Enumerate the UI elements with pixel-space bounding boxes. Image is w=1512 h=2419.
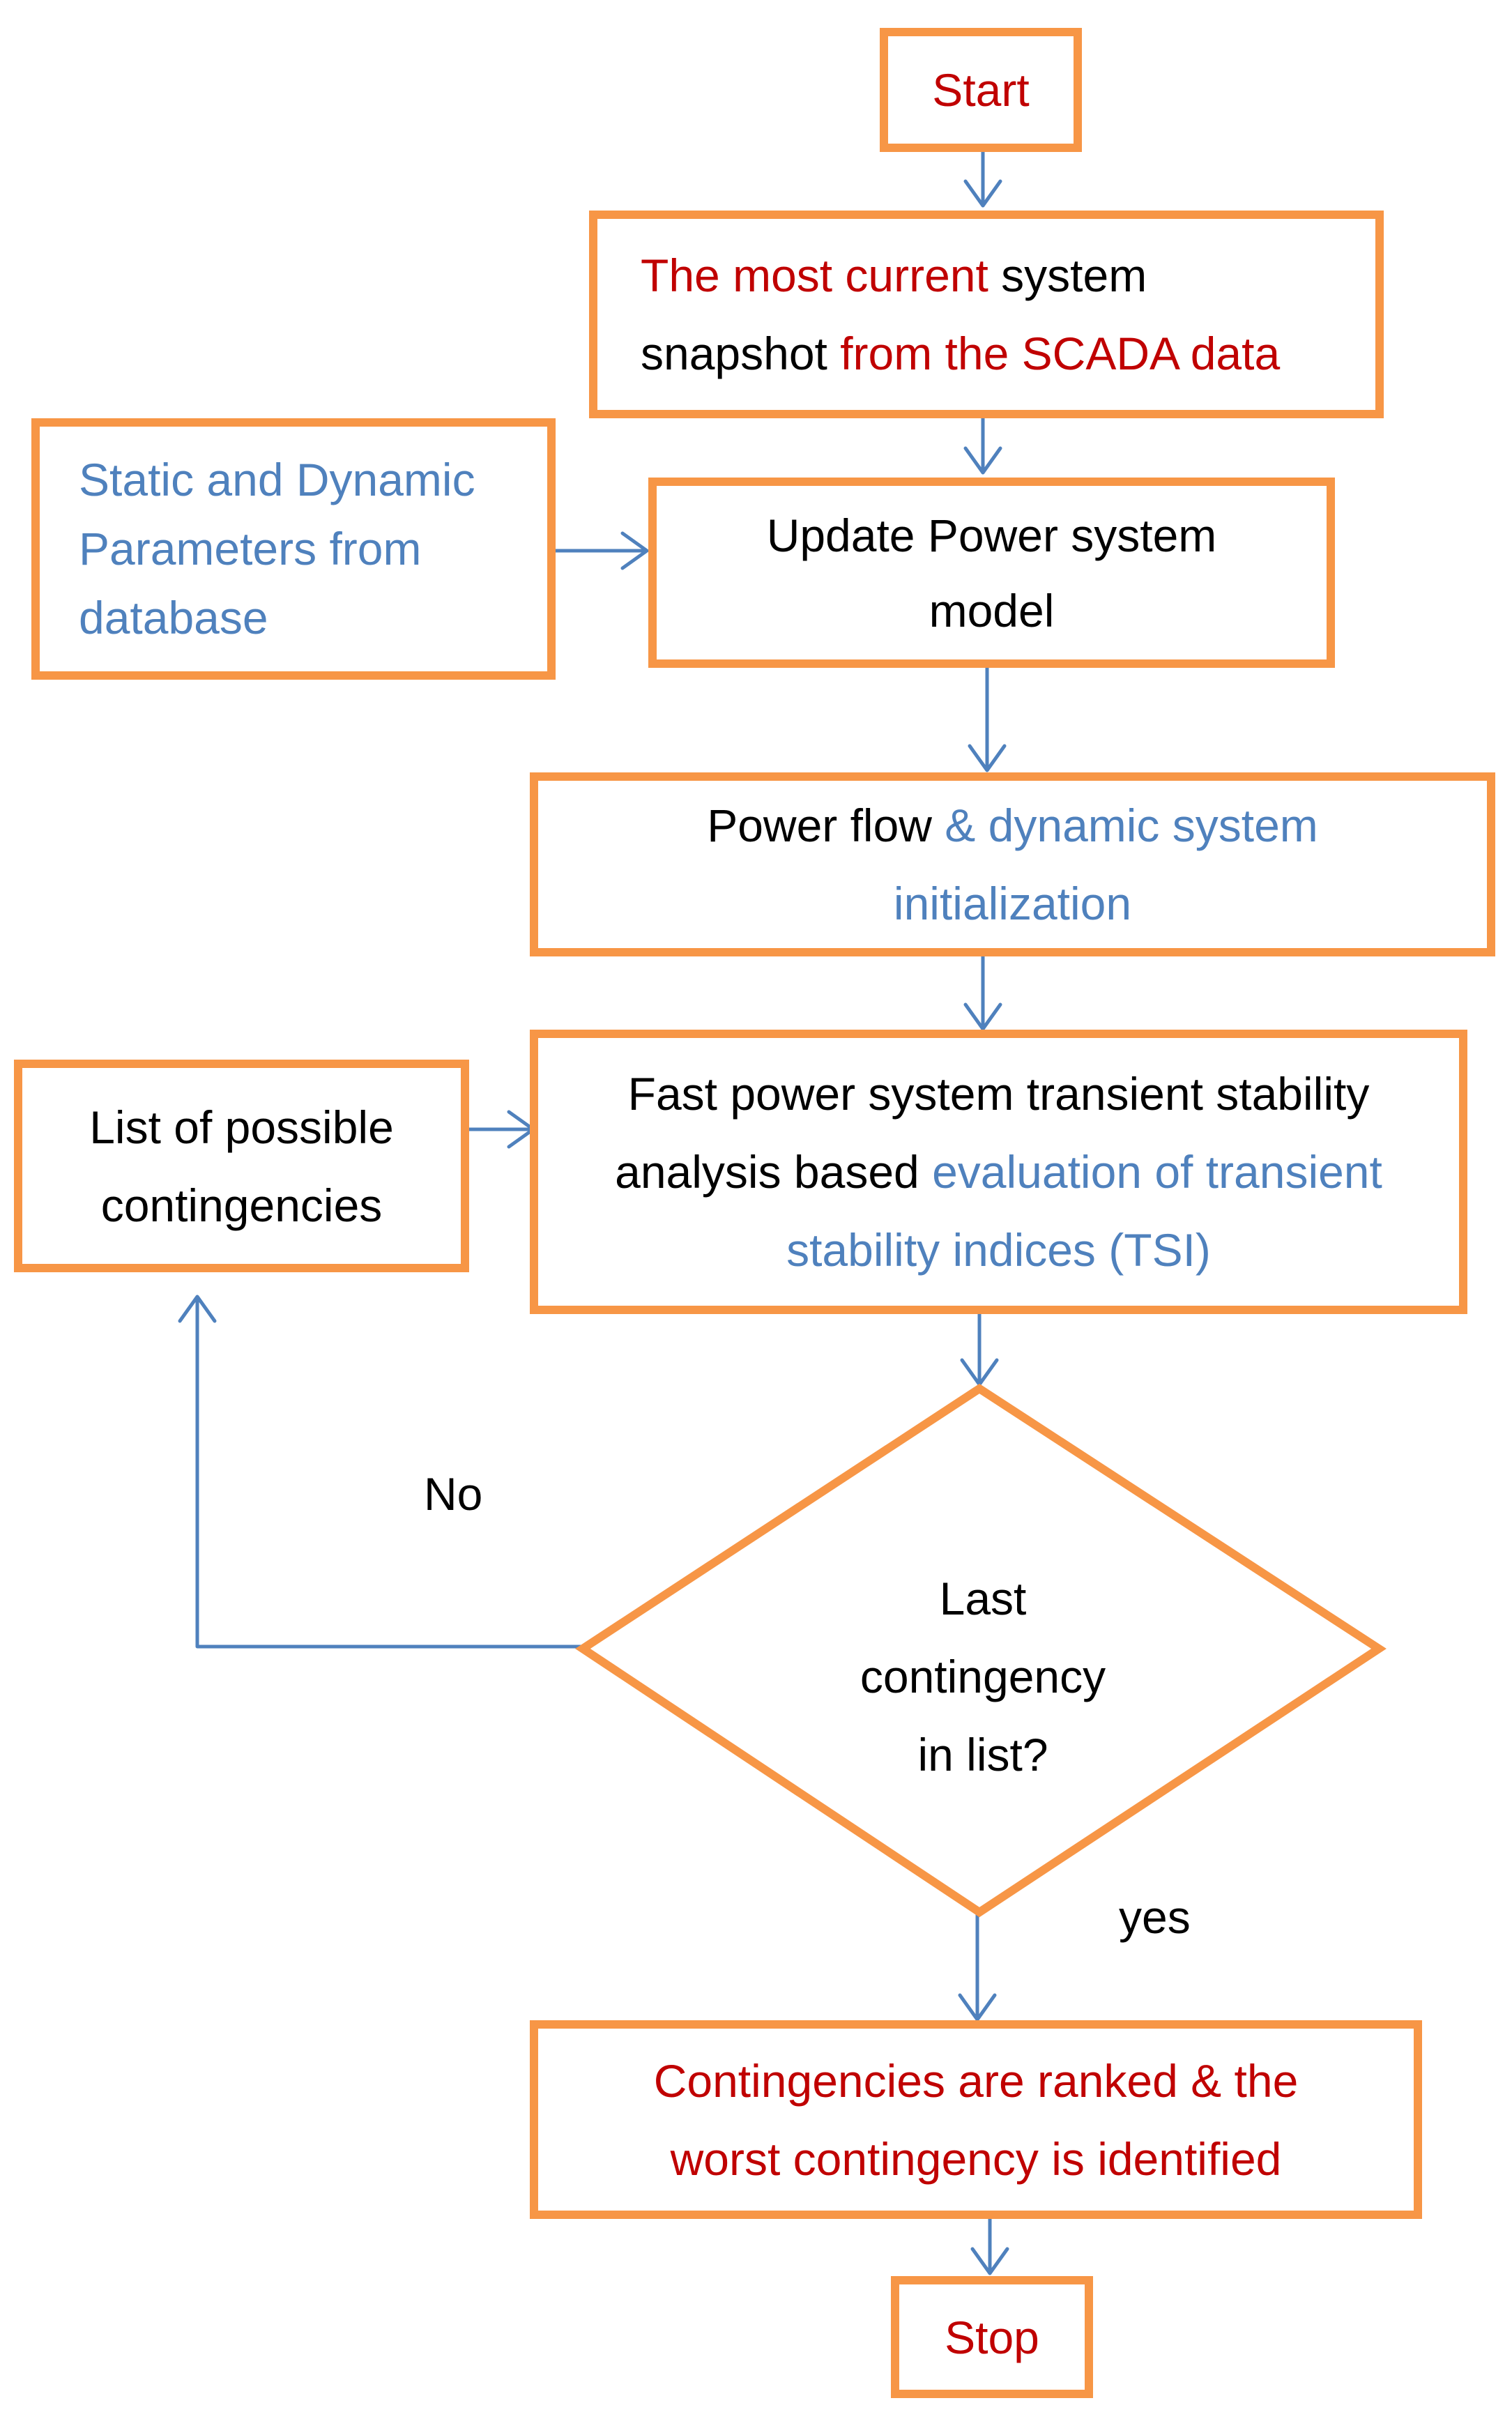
stop-terminal: Stop [891, 2276, 1093, 2398]
power-flow-line-1: Power flow & dynamic system [707, 786, 1318, 864]
snapshot-line-1: The most current system [641, 236, 1147, 314]
arrow-decision-to-ranked [958, 1912, 997, 2022]
params-line-2: Parameters from [79, 523, 422, 574]
evaluation-text: evaluation of transient [932, 1146, 1382, 1198]
analysis-line-2: analysis based evaluation of transient [615, 1133, 1382, 1211]
power-flow-line-2: initialization [893, 878, 1132, 929]
analysis-box: Fast power system transient stability an… [530, 1030, 1467, 1314]
params-line-1: Static and Dynamic [79, 454, 475, 505]
arrow-start-to-snapshot [963, 150, 1002, 208]
decision-line-3: in list? [917, 1729, 1048, 1780]
ranked-line-2: worst contingency is identified [670, 2132, 1282, 2185]
no-branch-label: No [424, 1468, 483, 1520]
arrow-contingency-list-to-analysis [467, 1110, 535, 1149]
arrow-power-flow-to-analysis [963, 954, 1002, 1031]
snapshot-text-system: system [988, 250, 1147, 301]
power-flow-text: Power flow [707, 800, 932, 851]
power-flow-init-box: Power flow & dynamic system initializati… [530, 772, 1495, 956]
arrow-update-model-to-power-flow [968, 666, 1007, 772]
analysis-line-3: stability indices (TSI) [786, 1224, 1211, 1276]
snapshot-line-2: snapshot from the SCADA data [641, 314, 1280, 392]
analysis-line-1: Fast power system transient stability [627, 1068, 1370, 1120]
arrow-no-loop-to-contingency-list [178, 1295, 585, 1649]
update-model-line-2: model [929, 584, 1055, 636]
arrow-params-to-update-model [553, 531, 649, 570]
decision-line-1: Last [939, 1573, 1027, 1624]
start-terminal: Start [880, 28, 1082, 152]
snapshot-text-most-current: The most current [641, 250, 988, 301]
dynamic-system-text: & dynamic system [931, 800, 1318, 851]
start-label: Start [932, 64, 1030, 116]
analysis-based-text: analysis based [615, 1146, 933, 1198]
parameters-input-box: Static and Dynamic Parameters from datab… [31, 418, 556, 680]
arrow-analysis-to-decision [960, 1312, 999, 1387]
update-model-box: Update Power system model [648, 478, 1335, 668]
contingency-list-line-2: contingencies [100, 1179, 383, 1231]
yes-branch-label: yes [1119, 1891, 1191, 1943]
decision-line-2: contingency [860, 1651, 1106, 1702]
stop-label: Stop [945, 2311, 1039, 2363]
snapshot-text-snapshot: snapshot [641, 328, 827, 379]
contingency-list-box: List of possible contingencies [14, 1060, 469, 1272]
update-model-line-1: Update Power system [766, 509, 1217, 561]
snapshot-process-box: The most current system snapshot from th… [589, 211, 1384, 418]
ranked-result-box: Contingencies are ranked & the worst con… [530, 2020, 1422, 2219]
ranked-line-1: Contingencies are ranked & the [653, 2054, 1299, 2107]
arrow-ranked-to-stop [970, 2217, 1009, 2275]
contingency-list-line-1: List of possible [89, 1101, 394, 1153]
decision-diamond [575, 1383, 1387, 1918]
arrow-snapshot-to-update-model [963, 416, 1002, 475]
params-line-3: database [79, 592, 268, 643]
decision-text: Last contingency in list? [697, 1537, 1269, 1816]
snapshot-text-scada: from the SCADA data [827, 328, 1281, 379]
